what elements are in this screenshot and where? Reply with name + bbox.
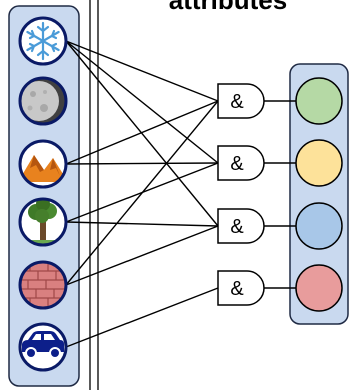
connection-wire <box>65 40 219 164</box>
and-gate-label: & <box>230 91 244 113</box>
output-circle <box>295 202 343 250</box>
connection-wire <box>65 40 219 227</box>
brick-wall-icon <box>18 260 68 310</box>
attribute-icons <box>18 16 68 372</box>
and-gate-body <box>217 83 265 119</box>
and-gate-label: & <box>230 153 244 175</box>
output-circle <box>295 139 343 187</box>
moon-icon <box>18 76 68 126</box>
car-icon <box>18 322 68 372</box>
and-gate: & <box>217 83 265 119</box>
connection-wire <box>65 100 219 286</box>
and-gate-body <box>217 145 265 181</box>
outputs-panel <box>289 63 349 325</box>
and-gate: & <box>217 208 265 244</box>
connection-wire <box>65 40 219 102</box>
and-gate: & <box>217 145 265 181</box>
and-gate-body <box>217 208 265 244</box>
output-circle <box>295 264 343 312</box>
snowflake-icon <box>18 16 68 66</box>
and-gate-body <box>217 270 265 306</box>
connection-wire <box>65 225 219 286</box>
gate-output-wires <box>264 100 296 289</box>
connection-wire <box>65 287 219 348</box>
and-gates: & & & & <box>217 83 265 306</box>
and-gate-label: & <box>230 278 244 300</box>
tree-icon <box>18 197 68 247</box>
connection-wire <box>65 162 219 165</box>
output-circles <box>295 77 343 312</box>
connection-wires <box>65 40 219 348</box>
connection-wire <box>65 221 219 227</box>
connection-wire <box>65 100 219 165</box>
output-circle <box>295 77 343 125</box>
and-gate-label: & <box>230 216 244 238</box>
diagram-title: attributes <box>169 0 287 15</box>
mountains-icon <box>18 139 68 189</box>
and-gate: & <box>217 270 265 306</box>
